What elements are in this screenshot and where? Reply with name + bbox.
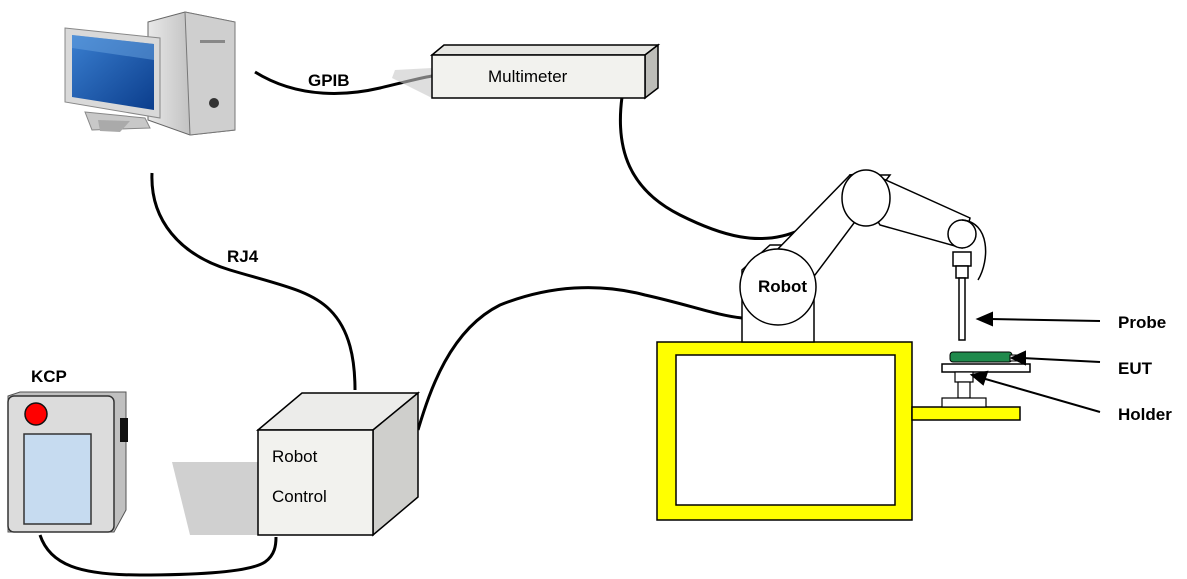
kcp-cable [38, 534, 278, 577]
eut-board [949, 351, 1013, 363]
multimeter-box: Multimeter [392, 43, 661, 100]
robot-label: Robot [758, 277, 807, 296]
test-table [656, 341, 1021, 521]
robot-control-box: Robot Control [172, 391, 421, 537]
gpib-label: GPIB [308, 71, 350, 90]
eut-label: EUT [1118, 359, 1153, 378]
robot-arm: Robot [739, 169, 987, 343]
probe-label: Probe [1118, 313, 1166, 332]
kcp-label: KCP [31, 367, 67, 386]
rj4-cable [150, 172, 357, 391]
control-robot-cable [416, 286, 743, 431]
holder-label: Holder [1118, 405, 1172, 424]
robot-control-label-line2: Control [272, 487, 327, 506]
rj4-label: RJ4 [227, 247, 259, 266]
multimeter-label: Multimeter [488, 67, 568, 86]
desktop-computer-icon [64, 11, 236, 136]
kcp-pendant [7, 391, 128, 533]
kcp-screen [23, 433, 92, 525]
callout-arrows [969, 311, 1101, 413]
kcp-emergency-button [24, 402, 48, 426]
robot-control-label-line1: Robot [272, 447, 318, 466]
